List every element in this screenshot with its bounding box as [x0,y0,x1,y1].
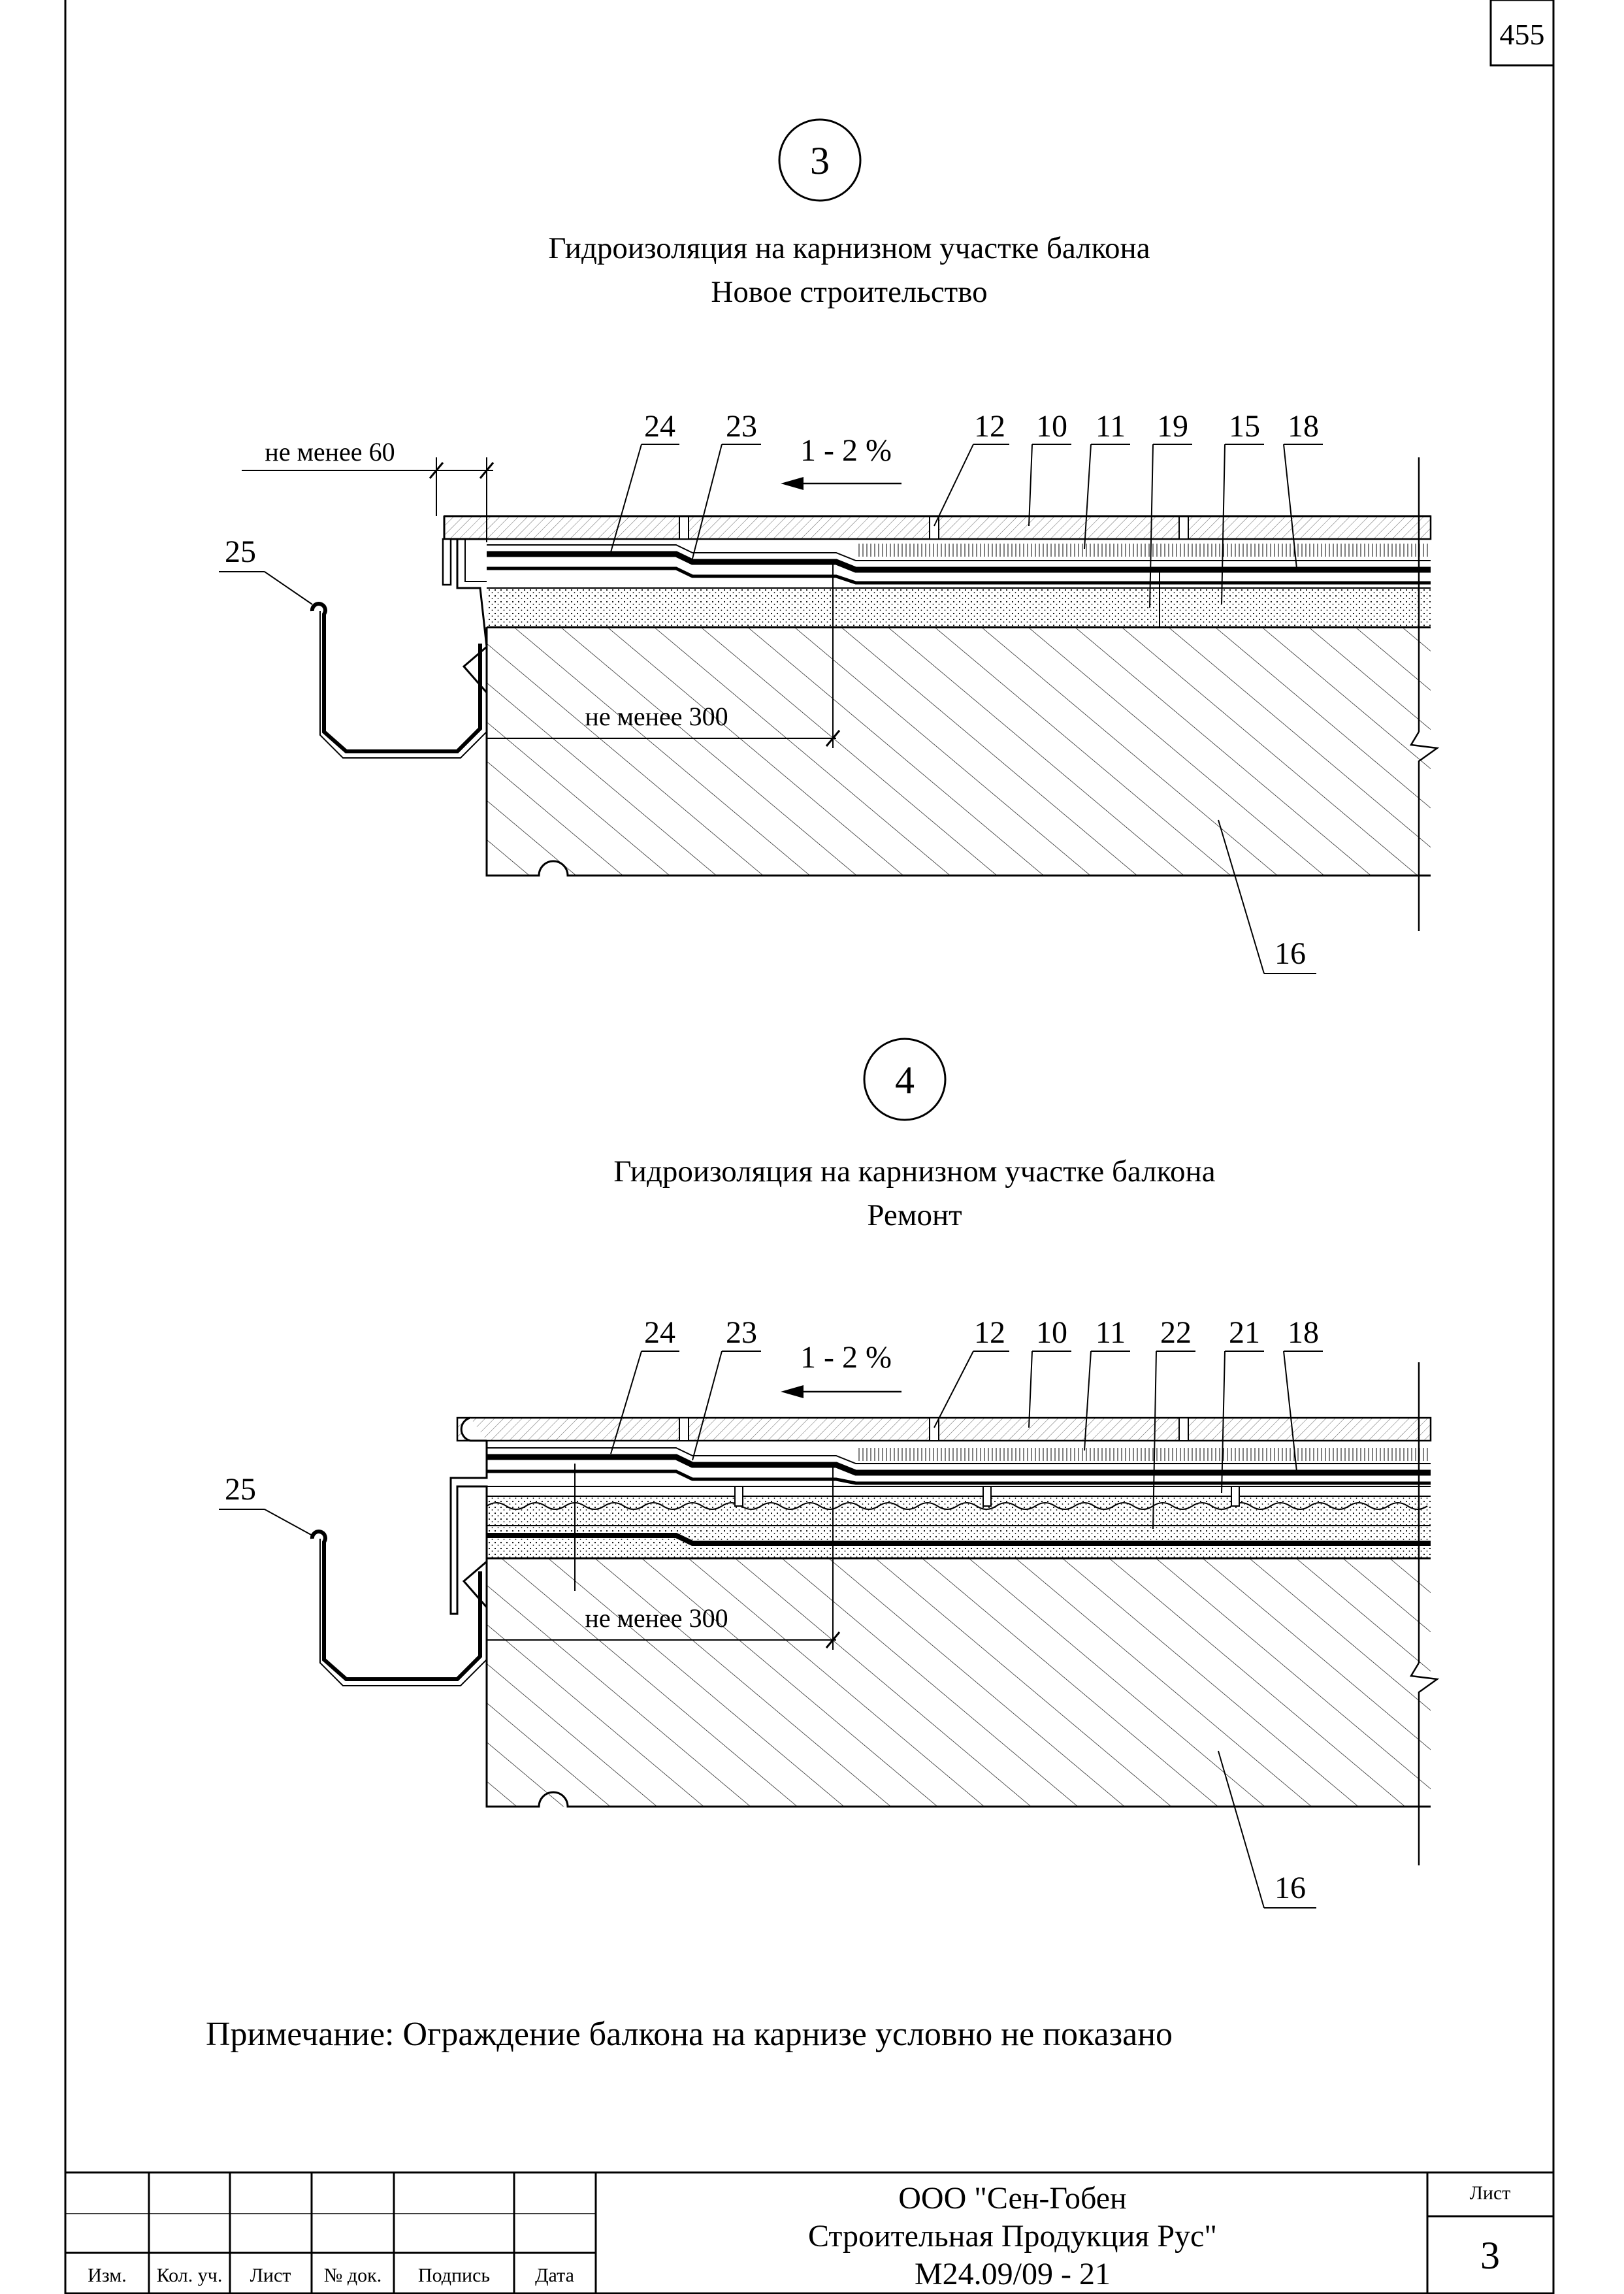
detail-4: 4 Гидроизоляция на карнизном участке бал… [219,1038,1440,1909]
callout-22: 22 [1160,1315,1192,1350]
title-block: Изм. Кол. уч. Лист № док. Подпись Дата О… [65,2171,1553,2293]
detail-4-subtitle: Ремонт [867,1198,962,1232]
detail-4-slope: 1 - 2 % [800,1340,892,1375]
detail-4-dim-overlap: не менее 300 [585,1603,728,1633]
stamp-company-line1: ООО "Сен-Гобен [898,2181,1126,2216]
detail-3-dim-overlap: не менее 300 [585,702,728,731]
stamp-col-podpis: Подпись [418,2265,490,2286]
detail-4-callouts: 24 23 12 10 11 22 21 18 25 [219,1315,1323,1909]
callout-11: 11 [1096,409,1126,444]
callout-19: 19 [1157,409,1188,444]
callout-18: 18 [1288,409,1319,444]
stamp-col-doc: № док. [324,2265,382,2286]
detail-4-concrete-slab [487,1558,1431,1807]
detail-3-callouts: 24 23 12 10 11 19 15 18 25 [219,409,1323,974]
callout-16: 16 [1275,936,1306,971]
detail-3-concrete-slab [487,627,1431,876]
detail-3-gutter [310,602,482,753]
callout-12: 12 [974,409,1005,444]
stamp-company-line2: Строительная Продукция Рус" [808,2219,1217,2253]
drawing-note: Примечание: Ограждение балкона на карниз… [206,2016,1173,2053]
callout-10: 10 [1036,409,1067,444]
callout-23: 23 [726,1315,757,1350]
callout-24: 24 [644,1315,675,1350]
detail-3-subtitle: Новое строительство [711,275,987,309]
callout-11: 11 [1096,1315,1126,1350]
detail-3-slope: 1 - 2 % [800,433,892,468]
callout-21: 21 [1229,1315,1260,1350]
callout-25: 25 [225,1472,256,1507]
detail-3-number: 3 [810,139,830,182]
callout-10: 10 [1036,1315,1067,1350]
detail-3-dim-top: не менее 60 [265,437,395,467]
callout-24: 24 [644,409,675,444]
detail-4-number: 4 [895,1058,915,1102]
callout-15: 15 [1229,409,1260,444]
detail-3-screed [487,588,1431,627]
stamp-doc-code: М24.09/09 - 21 [915,2257,1111,2291]
stamp-col-data: Дата [535,2265,574,2286]
detail-3: 3 Гидроизоляция на карнизном участке бал… [219,118,1440,974]
stamp-col-list: Лист [250,2265,291,2286]
detail-4-gutter [310,1530,482,1681]
stamp-sheet-label: Лист [1470,2182,1511,2204]
callout-23: 23 [726,409,757,444]
page-number: 455 [1500,18,1545,51]
stamp-col-izm: Изм. [88,2265,127,2286]
callout-16: 16 [1275,1871,1306,1905]
detail-3-marker [778,118,862,202]
detail-4-title: Гидроизоляция на карнизном участке балко… [613,1155,1215,1188]
stamp-sheet-number: 3 [1480,2234,1500,2277]
callout-25: 25 [225,534,256,569]
detail-3-title: Гидроизоляция на карнизном участке балко… [548,231,1150,265]
stamp-col-kol-uch: Кол. уч. [157,2265,223,2286]
callout-12: 12 [974,1315,1005,1350]
callout-18: 18 [1288,1315,1319,1350]
sheet-frame: 455 [64,0,1555,2294]
detail-4-tile [456,1417,1432,1442]
detail-4-marker [863,1038,947,1121]
